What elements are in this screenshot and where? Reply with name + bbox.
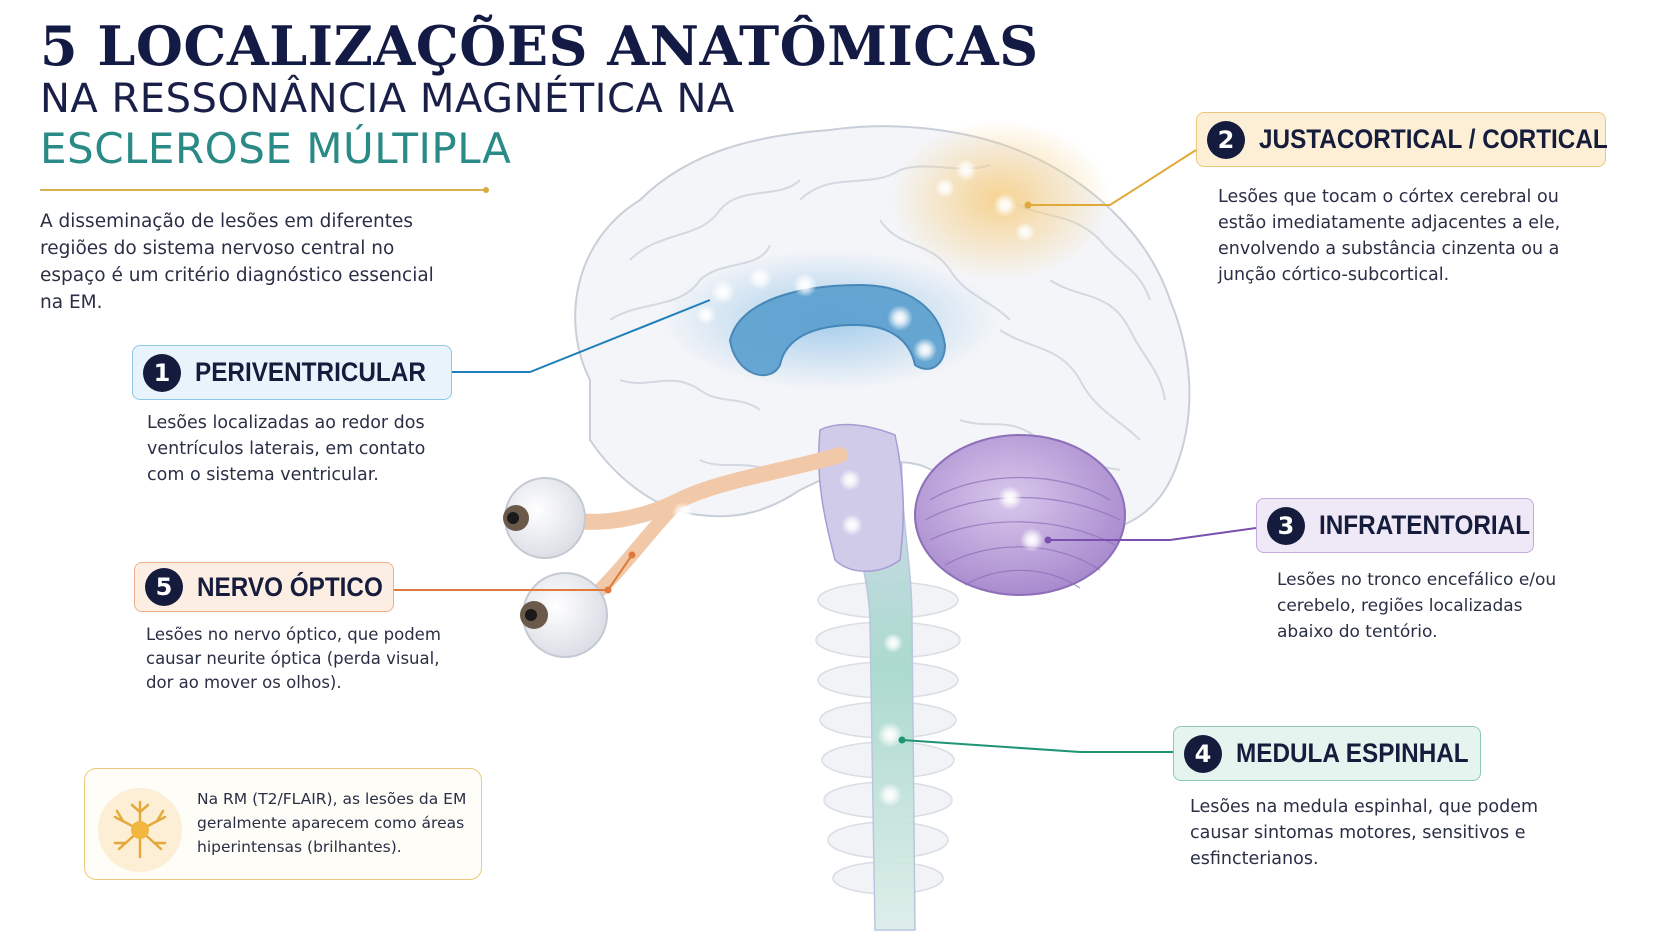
location-label: MEDULA ESPINHAL <box>1236 738 1469 768</box>
number-badge: 3 <box>1267 506 1305 545</box>
description-justacortical: Lesões que tocam o córtex cerebral ou es… <box>1218 187 1561 285</box>
cerebellum <box>914 434 1126 596</box>
number-badge: 2 <box>1207 120 1245 159</box>
number-badge: 4 <box>1184 734 1222 773</box>
label-medula-espinhal: 4 MEDULA ESPINHAL <box>1173 726 1481 781</box>
eye-icon <box>520 572 608 658</box>
label-infratentorial: 3 INFRATENTORIAL <box>1256 498 1534 553</box>
title-divider <box>40 187 489 193</box>
mri-note-text: Na RM (T2/FLAIR), as lesões da EM geralm… <box>197 790 467 856</box>
location-label: INFRATENTORIAL <box>1319 510 1531 540</box>
lesion-dots <box>672 159 1044 807</box>
description-periventricular: Lesões localizadas ao redor dos ventrícu… <box>147 413 426 485</box>
lateral-ventricle <box>728 283 947 377</box>
description-nervo-optico: Lesões no nervo óptico, que podem causar… <box>146 625 441 692</box>
number-badge: 5 <box>145 568 183 606</box>
label-periventricular: 1 PERIVENTRICULAR <box>132 345 452 400</box>
location-label: PERIVENTRICULAR <box>195 357 426 387</box>
description-infratentorial: Lesões no tronco encefálico e/ou cerebel… <box>1277 570 1557 642</box>
mri-note-box: Na RM (T2/FLAIR), as lesões da EM geralm… <box>84 768 482 880</box>
number-badge: 1 <box>143 353 181 392</box>
title-line-3: ESCLEROSE MÚLTIPLA <box>40 124 512 173</box>
optic-nerve-lower <box>593 493 687 597</box>
cerebellum-folia <box>924 476 1121 589</box>
brainstem <box>817 423 905 572</box>
neuron-icon <box>98 788 182 872</box>
label-nervo-optico: 5 NERVO ÓPTICO <box>134 562 394 612</box>
title-line-2: NA RESSONÂNCIA MAGNÉTICA NA <box>40 76 735 122</box>
eye-icon <box>503 477 586 559</box>
label-justacortical: 2 JUSTACORTICAL / CORTICAL <box>1196 112 1608 167</box>
description-medula-espinhal: Lesões na medula espinhal, que podem cau… <box>1190 797 1539 869</box>
location-label: JUSTACORTICAL / CORTICAL <box>1259 124 1608 154</box>
location-label: NERVO ÓPTICO <box>197 571 383 602</box>
title-line-1: 5 LOCALIZAÇÕES ANATÔMICAS <box>40 14 1039 78</box>
leader-lines <box>394 149 1257 753</box>
intro-text: A disseminação de lesões em diferentes r… <box>40 211 434 313</box>
